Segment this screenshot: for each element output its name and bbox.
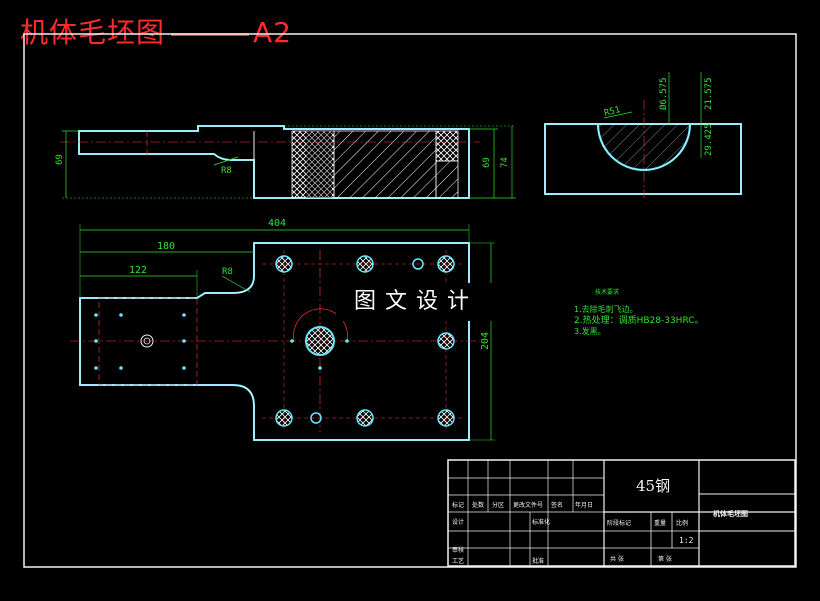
dim-front-fillet: R8 — [221, 166, 232, 176]
tb-change-no: 更改文件号 — [513, 501, 543, 509]
tb-std: 标准化 — [532, 518, 550, 526]
drawing-banner: 机体毛坯图 A2 — [20, 16, 292, 50]
tb-zone: 分区 — [492, 501, 504, 509]
tb-approve: 批准 — [532, 557, 544, 565]
tb-date: 年月日 — [575, 501, 593, 509]
tb-weight: 重量 — [654, 519, 666, 527]
tb-drawing-name: 机体毛坯图 — [713, 509, 748, 518]
dim-side-1: 21.575 — [704, 77, 714, 110]
title-block — [447, 459, 796, 567]
dim-front-height-left: 69 — [55, 154, 65, 165]
tb-count: 处数 — [472, 501, 484, 509]
notes-title: 技术要求 — [595, 288, 619, 296]
tb-stage-mark: 阶段标记 — [607, 519, 631, 527]
tb-review: 审核 — [452, 546, 464, 554]
tb-scale: 1:2 — [679, 536, 694, 545]
tb-signature: 签名 — [551, 501, 563, 509]
top-view — [70, 224, 495, 441]
dim-overall-length: 404 — [268, 218, 286, 229]
banner-title: 机体毛坯图 — [20, 16, 166, 49]
tb-scale-label: 比例 — [676, 519, 688, 527]
sheet-border — [23, 33, 797, 568]
front-view — [60, 125, 516, 199]
dim-front-height-inner: 69 — [482, 157, 492, 168]
banner-suffix: A2 — [253, 16, 292, 49]
side-view — [544, 72, 742, 198]
dim-side-radius: R51 — [603, 105, 621, 119]
dim-top-fillet: R8 — [222, 267, 233, 277]
dim-side-dia: Ø6.575 — [658, 77, 669, 110]
dim-width-204: 204 — [480, 332, 491, 350]
watermark: 图文设计 — [336, 283, 496, 321]
dim-front-height-outer: 74 — [500, 157, 510, 168]
tb-sheet-no: 第 张 — [658, 555, 672, 563]
tb-process: 工艺 — [452, 557, 464, 565]
tb-mark: 标记 — [452, 501, 464, 509]
tb-sheets-total: 共 张 — [610, 555, 624, 563]
notes-line-3: 3.发黑。 — [574, 326, 606, 336]
dim-length-180: 180 — [157, 241, 175, 252]
tb-material: 45钢 — [636, 477, 670, 495]
notes-line-1: 1.去除毛刺飞边。 — [574, 304, 638, 314]
dim-side-2: 29.425 — [704, 123, 714, 156]
dim-length-122: 122 — [129, 265, 147, 276]
tb-design: 设计 — [452, 518, 464, 526]
notes-line-2: 2.热处理：调质HB28-33HRC。 — [574, 314, 704, 326]
